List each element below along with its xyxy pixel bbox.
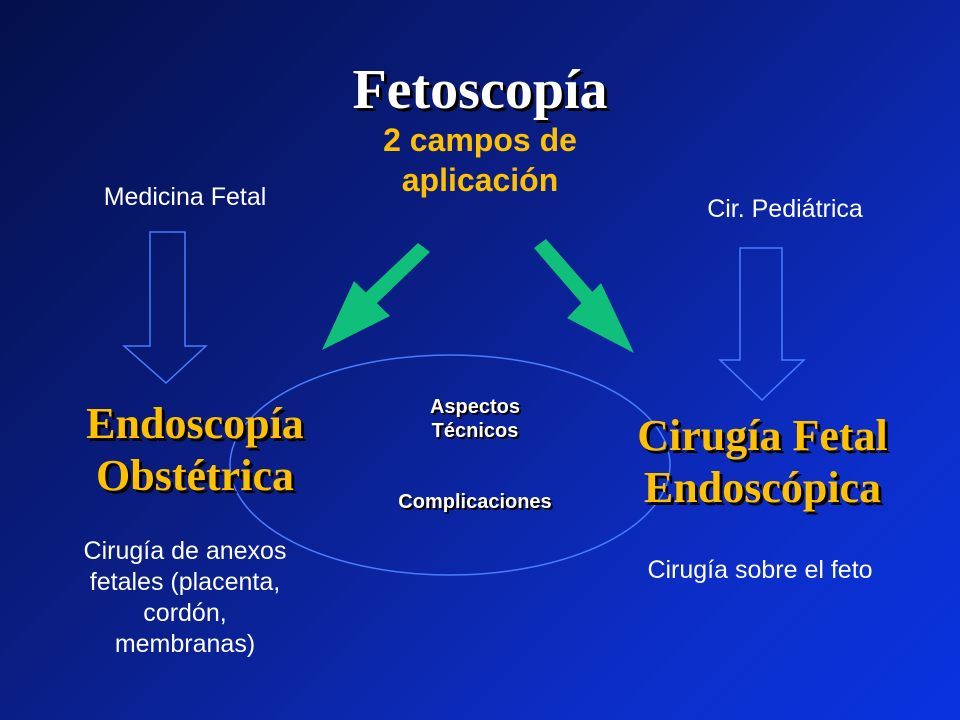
heading-left-line-1: Endoscopía <box>86 399 304 448</box>
down-arrow-right <box>718 247 806 402</box>
heading-right-line-1: Cirugía Fetal <box>637 411 888 460</box>
subtitle: 2 campos de aplicación <box>330 120 630 200</box>
center-line-1: Aspectos <box>429 396 521 418</box>
diagonal-arrow-left <box>322 243 430 350</box>
subtitle-line-1: 2 campos de <box>383 122 577 158</box>
description-right: Cirugía sobre el feto <box>647 556 873 584</box>
field-label-right: Cir. Pediátrica <box>707 195 863 223</box>
center-complications: Complicaciones <box>398 491 552 513</box>
description-left-line: cordón, <box>143 599 227 627</box>
heading-right-line-2: Endoscópica <box>643 463 882 512</box>
description-left-line: fetales (placenta, <box>89 568 281 596</box>
diagonal-arrow-right <box>534 239 634 353</box>
description-left: Cirugía de anexos fetales (placenta, cor… <box>45 536 325 660</box>
field-label-left: Medicina Fetal <box>103 183 267 211</box>
center-aspects: Aspectos Técnicos <box>350 395 600 443</box>
heading-left: Endoscopía Obstétrica <box>40 398 350 502</box>
slide-title: Fetoscopía <box>352 59 608 121</box>
center-ellipse <box>229 354 671 576</box>
description-left-line: Cirugía de anexos <box>83 537 287 565</box>
description-left-line: membranas) <box>114 630 256 658</box>
heading-right: Cirugía Fetal Endoscópica <box>585 410 940 514</box>
center-line-2: Técnicos <box>431 420 519 442</box>
down-arrow-left <box>122 231 208 385</box>
heading-left-line-2: Obstétrica <box>96 451 294 500</box>
subtitle-line-2: aplicación <box>401 162 559 198</box>
